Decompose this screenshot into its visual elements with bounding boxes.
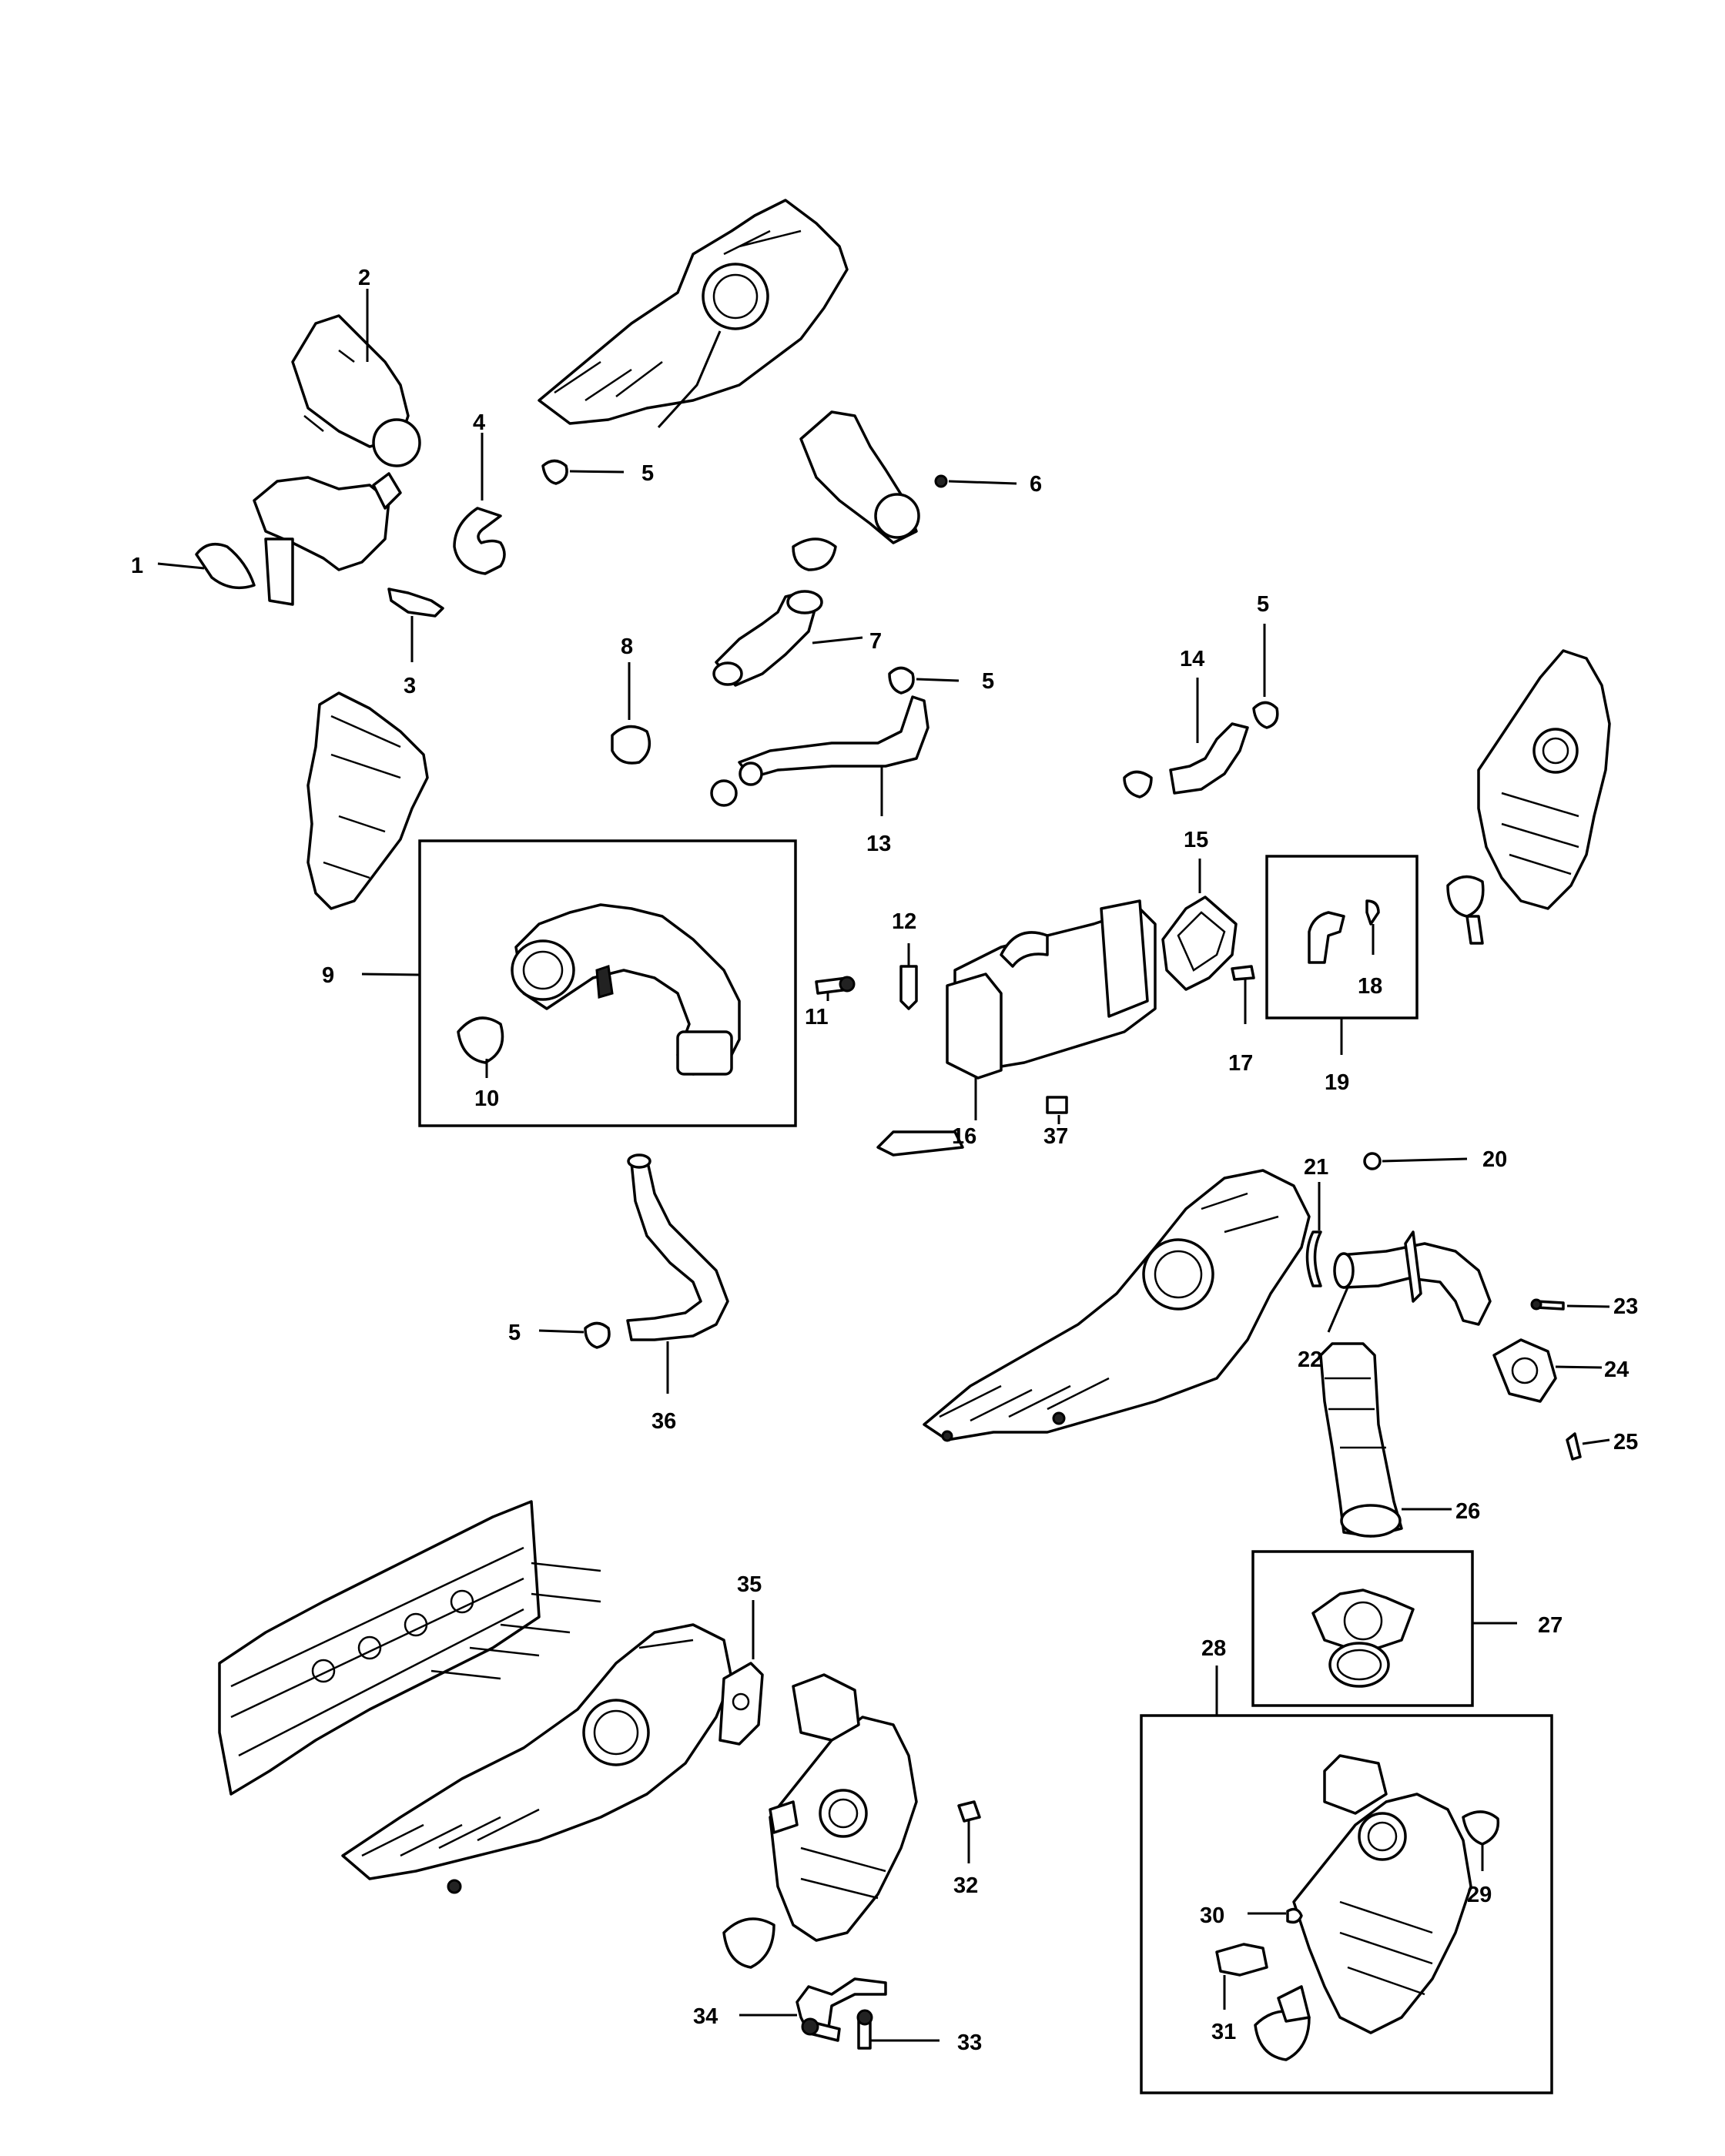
callout-33: 33 — [957, 2030, 982, 2055]
kit-box-27 — [1251, 1550, 1517, 1707]
callout-26: 26 — [1455, 1499, 1480, 1524]
callout-5a: 5 — [641, 461, 654, 486]
callout-6: 6 — [1030, 472, 1042, 497]
part-14-hose — [1123, 678, 1249, 798]
part-13-hose — [710, 695, 929, 816]
part-2-coolant-outlet — [291, 289, 421, 467]
callout-27: 27 — [1538, 1613, 1563, 1638]
part-36-hose — [626, 1153, 729, 1394]
callout-8: 8 — [621, 634, 633, 659]
callout-1: 1 — [131, 554, 143, 578]
egr-valve-assembly-right — [1446, 649, 1611, 945]
cylinder-head-bottom-left — [218, 1500, 601, 1796]
callout-29: 29 — [1467, 1883, 1492, 1907]
callout-14: 14 — [1180, 647, 1204, 671]
callout-31: 31 — [1211, 2020, 1236, 2044]
callout-23: 23 — [1613, 1294, 1638, 1319]
part-12-bolt — [899, 943, 918, 1010]
part-17-bolt — [1231, 965, 1255, 1024]
part-37-bolt — [1046, 1096, 1068, 1124]
callout-24: 24 — [1604, 1358, 1629, 1382]
kit-box-19 — [1265, 855, 1419, 1055]
part-20-oring — [1363, 1152, 1468, 1170]
callout-9: 9 — [322, 963, 334, 988]
egr-valve-assembly-bottom — [722, 1673, 918, 1969]
callout-12: 12 — [892, 909, 916, 934]
part-4-hose — [453, 433, 506, 575]
part-11-bolt — [815, 976, 856, 1001]
callout-2: 2 — [358, 266, 370, 290]
part-15-gasket — [1161, 859, 1238, 991]
part-5-clamp-a — [541, 459, 625, 485]
part-5-clamp-b — [888, 666, 960, 695]
intake-manifold-top — [538, 199, 849, 429]
callout-4: 4 — [473, 410, 485, 435]
kit-box-9 — [418, 839, 797, 1127]
part-6-housing-and-plug — [792, 410, 1017, 571]
callout-16: 16 — [952, 1124, 976, 1149]
callout-30: 30 — [1200, 1903, 1224, 1928]
part-21-seal — [1305, 1182, 1322, 1287]
callout-11: 11 — [805, 1005, 829, 1029]
callout-36: 36 — [651, 1409, 676, 1434]
part-7-hose — [712, 590, 863, 687]
intake-manifold-bottom — [341, 1623, 733, 1894]
part-33-bolts — [801, 2009, 940, 2050]
intake-manifold-middle — [923, 1169, 1311, 1442]
callout-25: 25 — [1613, 1430, 1638, 1455]
callout-13: 13 — [866, 832, 891, 856]
part-25-bolt — [1566, 1432, 1610, 1461]
part-26-egr-valve — [1319, 1342, 1452, 1538]
part-1-housing — [195, 472, 402, 606]
part-3-sensor — [387, 588, 444, 662]
callout-10: 10 — [474, 1086, 499, 1111]
part-8-clamp — [611, 662, 651, 765]
callout-3: 3 — [404, 674, 416, 698]
callout-32: 32 — [953, 1873, 978, 1898]
callout-22: 22 — [1298, 1348, 1322, 1372]
callout-labels: 1 2 3 4 5 6 7 8 5 5 14 13 15 9 10 11 12 … — [131, 266, 1638, 2055]
callout-5b: 5 — [982, 669, 994, 694]
callout-20: 20 — [1482, 1147, 1507, 1172]
bracket-left-mid — [306, 691, 429, 910]
callout-34: 34 — [693, 2004, 718, 2029]
callout-5d: 5 — [508, 1321, 521, 1345]
callout-19: 19 — [1325, 1070, 1349, 1095]
part-24-gasket — [1492, 1338, 1603, 1403]
kit-box-28 — [1140, 1666, 1553, 2094]
callout-15: 15 — [1184, 828, 1208, 852]
callout-18: 18 — [1358, 974, 1382, 999]
callout-35: 35 — [737, 1572, 762, 1597]
callout-37: 37 — [1043, 1124, 1068, 1149]
callout-21: 21 — [1304, 1155, 1328, 1180]
callout-17: 17 — [1228, 1051, 1253, 1076]
part-22-egr-tube — [1327, 1230, 1492, 1333]
part-23-bolt — [1530, 1298, 1610, 1311]
callout-5c: 5 — [1257, 592, 1269, 617]
callout-28: 28 — [1201, 1636, 1226, 1661]
part-5-clamp-c — [1252, 624, 1279, 729]
part-16-egr-cooler — [876, 899, 1157, 1157]
part-35-gasket — [718, 1600, 764, 1746]
callout-7: 7 — [869, 629, 882, 654]
part-5-clamp-d — [538, 1321, 611, 1349]
part-32-nut — [957, 1800, 981, 1863]
